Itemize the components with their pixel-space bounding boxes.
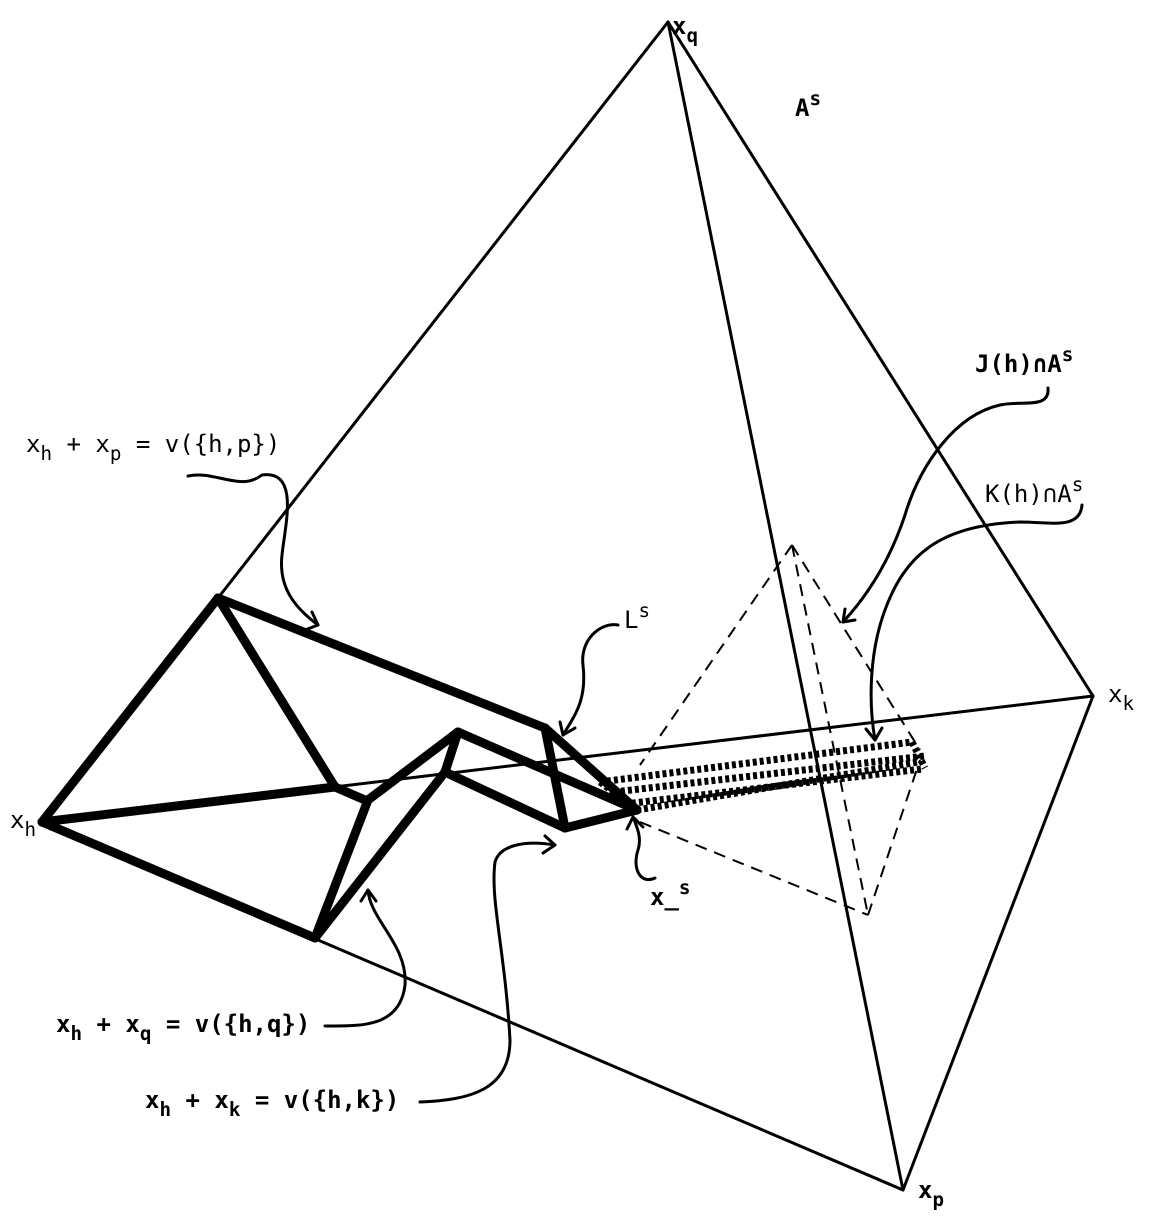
label-ls: Ls [624,601,650,634]
label-hk-plus: + [171,1086,215,1114]
label-hq: xh + xq = v({h,q}) [56,1010,311,1043]
label-hp-x1: x [26,430,41,458]
annotation-arrows [186,386,1084,1104]
label-hp-s2: p [109,441,122,465]
dashed-region [639,544,921,916]
label-hk-s2: k [228,1097,241,1121]
arrow-hk [418,841,557,1104]
arrow-k-head [864,726,884,742]
edge-q-p [666,20,905,1192]
label-hq-x2: x [125,1010,140,1038]
label-k-text: K(h)∩A [985,480,1072,508]
arrow-hq-head [359,888,378,903]
vertex-k-sub: k [1122,691,1135,715]
ls-edge [213,593,550,733]
vertex-label-q: xq [672,12,698,45]
dashed-edge [639,544,793,766]
label-hp-plus: + [52,430,96,458]
label-hp: xh + xp = v({h,p}) [26,430,281,463]
label-j: J(h)∩As [975,345,1073,378]
label-hk-x1: x [145,1086,160,1114]
dotted-prism [597,738,929,814]
label-hq-s2: q [139,1021,152,1045]
vertex-label-h: xh [10,806,36,839]
label-j-sup: s [1061,343,1074,367]
dotted-edge [624,765,923,808]
arrow-ls-head [558,720,577,737]
label-as-base: A [795,94,810,122]
dashed-edge [791,544,921,751]
label-k: K(h)∩As [985,475,1083,508]
vertex-label-p: xp [918,1176,944,1209]
arrow-hq [323,888,407,1028]
vertex-q-base: x [672,12,687,40]
label-hq-rhs: = v({h,q}) [151,1010,311,1038]
vertex-q-sub: q [686,23,699,47]
vertex-k-base: x [1108,680,1123,708]
dashed-edge [639,821,869,916]
dotted-edge [908,740,929,770]
arrow-hk-head [541,834,557,855]
label-j-text: J(h)∩A [975,350,1062,378]
vertex-h-base: x [10,806,25,834]
ls-edge [310,795,373,943]
vertex-label-k: xk [1108,680,1134,713]
label-hk-s1: h [159,1097,172,1121]
vertex-h-sub: h [24,817,37,841]
dashed-edge [867,759,921,916]
dotted-edge [597,779,640,813]
dotted-edge [636,758,919,814]
label-k-sup: s [1071,473,1084,497]
arrow-j-head [841,607,857,624]
label-hq-s1: h [70,1021,83,1045]
arrow-xs-head [625,815,645,831]
label-ls-sup: s [638,599,651,623]
label-xs-sup: s [678,876,691,900]
ls-edge [213,593,340,792]
label-hk-x2: x [214,1086,229,1114]
label-hp-x2: x [95,430,110,458]
label-hq-plus: + [82,1010,126,1038]
ls-edge [453,727,642,815]
label-hk: xh + xk = v({h,k}) [145,1086,400,1119]
label-hq-x1: x [56,1010,71,1038]
edge-q-k [666,20,1095,698]
arrow-xs [631,815,657,882]
ls-edge [540,723,642,815]
label-xs: x̲s [650,878,690,911]
edge-q-h [216,20,670,600]
label-hp-s1: h [40,441,53,465]
dashed-edge [791,544,869,916]
arrow-j [841,386,1050,624]
ls-edge [330,782,370,805]
ls-polytope [37,593,642,943]
ls-edge [37,782,340,827]
ls-edge [440,727,463,777]
vertex-p-base: x [918,1176,933,1204]
ls-edge [310,767,450,943]
ls-edge [440,767,570,833]
vertex-p-sub: p [932,1187,945,1211]
label-as: As [795,89,821,122]
dotted-edge [613,752,926,796]
label-as-sup: s [809,87,822,111]
arrow-ls [561,623,620,737]
dotted-edge [599,738,913,786]
arrow-k [869,503,1084,742]
label-hk-rhs: = v({h,k}) [240,1086,400,1114]
label-hp-rhs: = v({h,p}) [121,430,281,458]
ls-edge [560,805,642,833]
ls-edge [37,593,223,827]
label-ls-base: L [624,606,639,634]
edge-k-p [901,694,1095,1192]
ls-edge [363,727,463,805]
arrow-hp [186,473,320,627]
label-xs-base: x̲ [650,883,679,911]
ls-edge [37,817,320,943]
arrow-hp-head [303,610,320,632]
